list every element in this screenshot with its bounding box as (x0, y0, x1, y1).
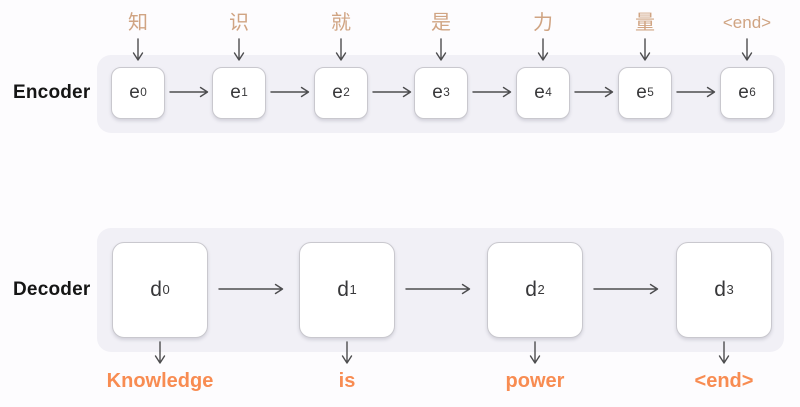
arrow-right-icon (574, 86, 614, 98)
cell-label: d (714, 278, 726, 301)
cell-label: d (337, 278, 349, 301)
arrow-right-icon (372, 86, 412, 98)
arrow-right-icon (405, 283, 471, 295)
arrow-down-icon (718, 341, 730, 364)
encoder-input-token: 量 (635, 12, 655, 34)
arrow-right-icon (676, 86, 716, 98)
arrow-right-icon (169, 86, 209, 98)
encoder-input-token: 知 (128, 12, 148, 34)
arrow-down-icon (537, 38, 549, 61)
decoder-output-token: power (505, 370, 565, 392)
encoder-input-token: 力 (533, 12, 553, 34)
arrow-right-icon (593, 283, 659, 295)
cell-label: d (525, 278, 537, 301)
encoder-input-token: 就 (331, 12, 351, 34)
decoder-output-token: is (338, 370, 356, 392)
cell-label: e (636, 82, 647, 103)
encoder-input-token: 是 (431, 12, 451, 34)
arrow-down-icon (132, 38, 144, 61)
encoder-section-label: Encoder (13, 82, 91, 103)
arrow-down-icon (341, 341, 353, 364)
encoder-input-token: <end> (722, 13, 772, 32)
arrow-down-icon (435, 38, 447, 61)
arrow-down-icon (529, 341, 541, 364)
encoder-input-token: 识 (229, 12, 249, 34)
arrow-right-icon (270, 86, 310, 98)
arrow-right-icon (472, 86, 512, 98)
cell-label: d (150, 278, 162, 301)
arrow-down-icon (154, 341, 166, 364)
arrow-down-icon (741, 38, 753, 61)
arrow-right-icon (218, 283, 284, 295)
cell-label: e (534, 82, 545, 103)
cell-label: e (230, 82, 241, 103)
decoder-output-token: Knowledge (106, 370, 214, 392)
cell-label: e (738, 82, 749, 103)
decoder-track (97, 228, 784, 352)
arrow-down-icon (639, 38, 651, 61)
arrow-down-icon (233, 38, 245, 61)
arrow-down-icon (335, 38, 347, 61)
cell-label: e (432, 82, 443, 103)
decoder-section-label: Decoder (13, 279, 91, 300)
cell-label: e (332, 82, 343, 103)
cell-label: e (129, 82, 140, 103)
decoder-output-token: <end> (694, 370, 754, 392)
